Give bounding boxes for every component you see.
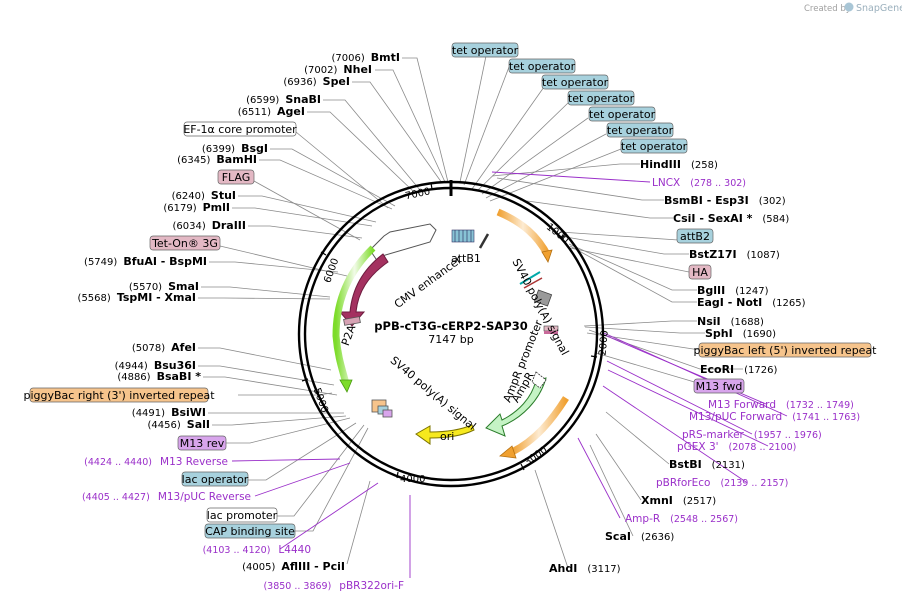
site-nhei[interactable]: (7002)NheI [304,63,372,76]
site-ahdi[interactable]: AhdI(3117) [549,562,621,575]
ori-arrow [415,424,475,445]
primer-pbrforeco[interactable]: pBRforEco(2139 .. 2157) [656,477,788,489]
primer-l4440[interactable]: (4103 .. 4120)L4440 [203,544,311,556]
hinge-marker [519,271,541,285]
site-sali[interactable]: (4456)SalI [148,418,210,431]
primer-m13-puc-reverse[interactable]: (4405 .. 4427)M13/pUC Reverse [82,491,251,503]
feature-flag[interactable]: FLAG [222,171,251,184]
feature-cap-binding-site[interactable]: CAP binding site [205,525,295,538]
p2a-marker [343,316,361,326]
attb1-marker [451,229,490,249]
feature-tet-operator-4[interactable]: tet operator [568,92,635,105]
green-cds-arc [332,245,376,385]
feature-tet-operator-2[interactable]: tet operator [509,60,576,73]
ampr-promoter-marker [531,371,547,389]
site-tspmi-xmai[interactable]: (5568)TspMI - XmaI [78,291,196,304]
site-draiii[interactable]: (6034)DraIII [172,219,246,232]
gray-marker [533,289,553,307]
site-csii-sexai[interactable]: CsiI - SexAI *(584) [673,212,789,225]
inner-features [332,208,569,459]
restriction-sites-left: (7006)BmtI (7002)NheI (6936)SpeI (6599)S… [78,51,400,573]
site-bamhi[interactable]: (6345)BamHI [177,153,257,166]
feature-ef1a-core-promoter[interactable]: EF-1α core promoter [183,123,297,136]
feature-attb2[interactable]: attB2 [680,230,710,243]
site-bfuai-bspmi[interactable]: (5749)BfuAI - BspMI [84,255,207,268]
primer-m13-forward[interactable]: M13 Forward(1732 .. 1749) [708,399,854,411]
site-smai[interactable]: (5570)SmaI [129,280,199,293]
orange-arc-bottom [510,396,569,456]
site-bsiwi[interactable]: (4491)BsiWI [132,406,206,419]
ampr-arrow [485,377,547,437]
site-bstbi[interactable]: BstBI(2131) [669,458,745,471]
primer-m13-reverse[interactable]: (4424 .. 4440)M13 Reverse [84,456,228,468]
site-afliii-pcii[interactable]: (4005)AflIII - PciI [242,560,345,573]
orange-arc-top [496,208,552,258]
feature-lac-promoter[interactable]: lac promoter [207,509,278,522]
feature-labels: tet operator tet operator tet operator t… [23,42,878,539]
site-snabi[interactable]: (6599)SnaBI [246,93,321,106]
site-agei[interactable]: (6511)AgeI [238,105,305,118]
primer-labels: LNCX(278 .. 302) M13 Forward(1732 .. 174… [82,177,860,592]
plasmid-name: pPB-cT3G-cERP2-SAP30 [374,319,527,333]
restriction-sites-right: HindIII(258) BsmBI - Esp3I(302) CsiI - S… [549,158,806,575]
site-bmti[interactable]: (7006)BmtI [332,51,400,64]
leader-lines [198,55,743,569]
primer-prs-marker[interactable]: pRS-marker(1957 .. 1976) [682,429,822,441]
ruler-4000: 4000 [400,474,425,485]
site-bglii[interactable]: BglII(1247) [697,284,769,297]
snapgene-logo-icon [844,2,854,12]
feature-tet-on-3g[interactable]: Tet-On® 3G [151,237,218,250]
sv40-top-label: SV40 poly(A) signal [509,257,571,358]
site-spei[interactable]: (6936)SpeI [283,75,350,88]
feature-tet-operator-7[interactable]: tet operator [621,140,688,153]
feature-tet-operator-1[interactable]: tet operator [452,44,519,57]
plasmid-length: 7147 bp [428,333,473,346]
site-eagi-noti[interactable]: EagI - NotI(1265) [697,296,806,309]
site-bsu36i[interactable]: (4944)Bsu36I [115,359,196,372]
site-stui[interactable]: (6240)StuI [172,189,236,202]
site-nsii[interactable]: NsiI(1688) [697,315,764,328]
credit-brand: SnapGene [856,3,902,14]
feature-ha[interactable]: HA [692,266,708,279]
site-hindiii[interactable]: HindIII(258) [640,158,718,171]
snapgene-credit: Created by SnapGene [804,2,902,14]
sv40-bottom-label: SV40 poly(A) signal [388,354,479,433]
site-afei[interactable]: (5078)AfeI [132,341,196,354]
site-xmni[interactable]: XmnI(2517) [641,494,716,507]
ruler-7000: 7000 [404,186,431,202]
tet-on-cds-arrow [338,253,389,327]
p2a-label: P2A [339,323,359,348]
site-bsabi[interactable]: (4886)BsaBI * [117,370,201,383]
primer-lncx[interactable]: LNCX(278 .. 302) [652,177,746,189]
site-scai[interactable]: ScaI(2636) [605,530,674,543]
plasmid-title: pPB-cT3G-cERP2-SAP30 7147 bp [374,319,527,346]
ori-label: ori [440,430,454,443]
feature-tet-operator-5[interactable]: tet operator [589,108,656,121]
feature-piggybac-right[interactable]: piggyBac right (3') inverted repeat [23,389,215,402]
feature-lac-operator[interactable]: lac operator [182,473,249,486]
feature-m13-rev[interactable]: M13 rev [180,437,225,450]
site-bsmbi-esp3i[interactable]: BsmBI - Esp3I(302) [664,194,786,207]
feature-piggybac-left[interactable]: piggyBac left (5') inverted repeat [694,344,878,357]
primer-m13-puc-forward[interactable]: M13/pUC Forward(1741 .. 1763) [689,411,860,423]
feature-tet-operator-6[interactable]: tet operator [607,124,674,137]
credit-text: Created by [804,4,851,14]
attb1-label: attB1 [451,252,481,265]
ruler-2000: 2000 [598,330,611,356]
site-bstz17i[interactable]: BstZ17I(1087) [689,248,780,261]
primer-pgex3[interactable]: pGEX 3'(2078 .. 2100) [677,441,796,453]
feature-tet-operator-3[interactable]: tet operator [542,76,609,89]
primer-amp-r[interactable]: Amp-R(2548 .. 2567) [625,513,738,525]
site-ecori[interactable]: EcoRI(1726) [700,363,778,376]
site-pmli[interactable]: (6179)PmlI [163,201,230,214]
feature-m13-fwd[interactable]: M13 fwd [696,380,743,393]
primer-pbr322ori-f[interactable]: (3850 .. 3869)pBR322ori-F [263,580,404,592]
ruler-3000: 3000 [523,445,550,469]
site-sphi[interactable]: SphI(1690) [705,327,776,340]
site-bsgi[interactable]: (6399)BsgI [202,142,268,155]
